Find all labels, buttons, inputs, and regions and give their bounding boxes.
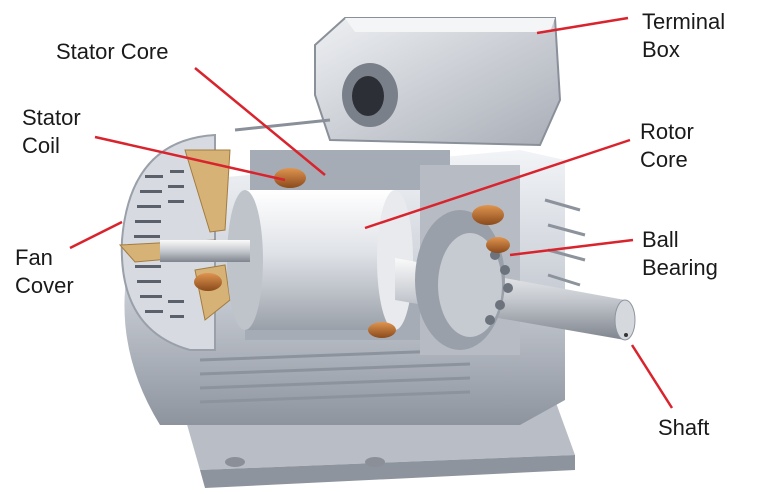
label-fan-cover-line2: Cover (15, 273, 74, 298)
leader-fan-cover (69, 220, 123, 250)
label-stator-core: Stator Core (56, 38, 169, 66)
leader-rotor-core (364, 138, 631, 230)
label-stator-coil-line1: Stator (22, 105, 81, 130)
leader-stator-coil (94, 135, 286, 182)
leader-shaft (630, 344, 674, 409)
label-fan-cover: Fan Cover (15, 244, 74, 300)
label-terminal-box-line2: Box (642, 37, 680, 62)
label-fan-cover-line1: Fan (15, 245, 53, 270)
rotor-core (227, 190, 413, 330)
label-stator-coil-line2: Coil (22, 133, 60, 158)
leader-terminal-box (536, 16, 629, 35)
label-ball-bearing: Ball Bearing (642, 226, 718, 282)
ball-bearing (415, 210, 513, 350)
label-terminal-box-line1: Terminal (642, 9, 726, 34)
terminal-box (234, 17, 562, 147)
label-stator-coil: Stator Coil (22, 104, 81, 160)
leader-ball-bearing (509, 238, 634, 257)
label-terminal-box: Terminal Box (642, 8, 725, 64)
label-shaft-line1: Shaft (658, 415, 710, 440)
label-rotor-core-line1: Rotor (640, 119, 694, 144)
leader-lines (69, 16, 674, 409)
label-stator-core-line1: Stator Core (56, 39, 169, 64)
label-ball-bearing-line1: Ball (642, 227, 679, 252)
label-shaft: Shaft (658, 414, 709, 442)
leader-stator-core (194, 67, 326, 176)
label-rotor-core: Rotor Core (640, 118, 694, 174)
label-rotor-core-line2: Core (640, 147, 688, 172)
label-ball-bearing-line2: Bearing (642, 255, 718, 280)
stator-coil (194, 168, 510, 338)
